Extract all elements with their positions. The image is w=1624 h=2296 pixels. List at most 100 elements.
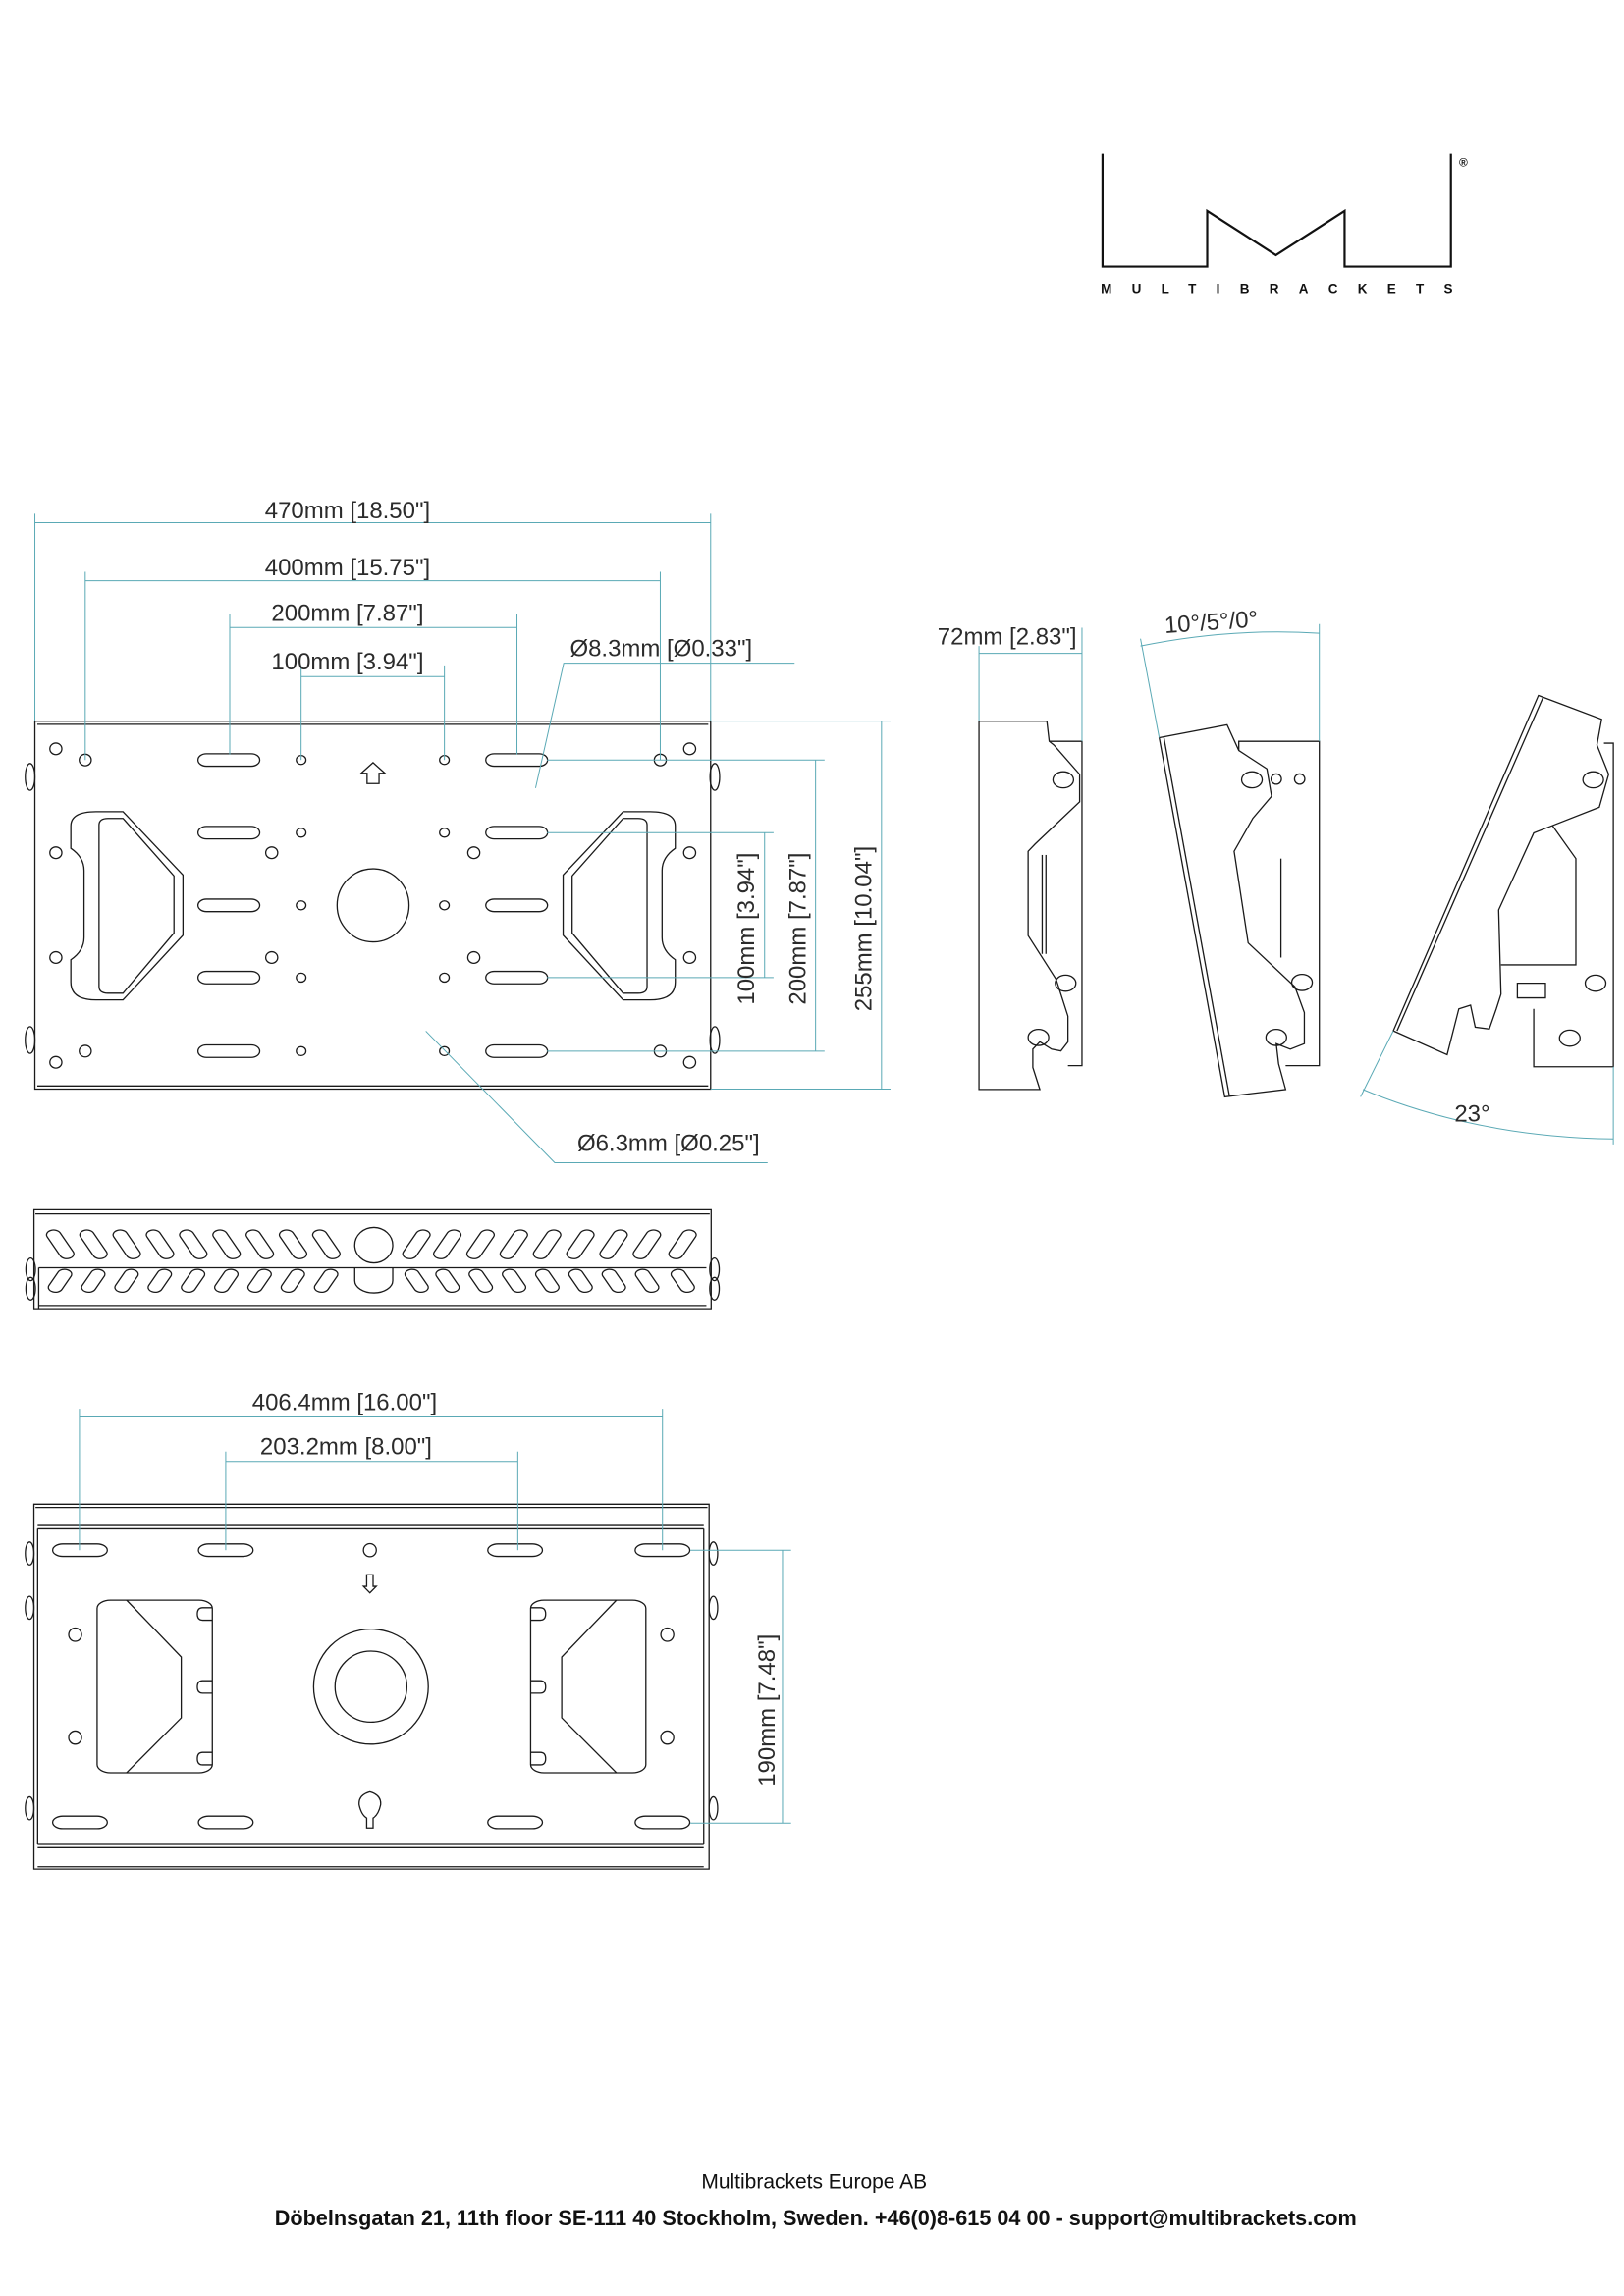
mounting-slot — [198, 1045, 260, 1058]
vent-slot — [144, 1228, 177, 1259]
down-arrow-icon — [363, 1575, 376, 1592]
vent-slot — [403, 1268, 431, 1294]
vent-slot — [466, 1268, 495, 1294]
side-views: 72mm [2.83"] 10°/5°/0° 23° — [938, 606, 1613, 1144]
edge-hole — [50, 952, 62, 964]
mounting-hole — [440, 828, 450, 837]
keyhole — [359, 1791, 381, 1828]
edge-hole — [683, 1056, 695, 1068]
vent-slot — [500, 1268, 528, 1294]
side-dimension-lines — [979, 624, 1613, 1145]
rear-right-cutout — [530, 1600, 645, 1773]
dim-hole-8-3: Ø8.3mm [Ø0.33"] — [569, 636, 752, 663]
dim-406-4: 406.4mm [16.00"] — [252, 1389, 437, 1415]
dim-100-vertical: 100mm [3.94"] — [733, 853, 760, 1005]
vent-slot — [178, 1228, 210, 1259]
edge-hole — [683, 743, 695, 755]
vent-slot — [565, 1228, 597, 1259]
edge-hole — [50, 743, 62, 755]
vent-slot — [431, 1228, 463, 1259]
center-ring — [313, 1629, 428, 1744]
mounting-slot — [486, 754, 548, 767]
vent-slot — [78, 1228, 110, 1259]
front-dimension-lines — [35, 513, 891, 1162]
mounting-hole — [467, 952, 479, 964]
vent-slot — [631, 1228, 664, 1259]
dim-hole-6-3: Ø6.3mm [Ø0.25"] — [577, 1130, 760, 1156]
registered-mark: ® — [1459, 155, 1468, 169]
rear-dimension-lines — [80, 1409, 791, 1823]
left-handle-cutout — [71, 812, 183, 1000]
logo-wordmark: MULTIBRACKETS — [1101, 281, 1452, 295]
mounting-slot — [488, 1816, 543, 1829]
vent-slot — [633, 1268, 662, 1294]
mounting-hole — [297, 973, 306, 982]
vent-slot — [244, 1228, 276, 1259]
mounting-hole — [266, 952, 278, 964]
vent-slot — [210, 1228, 243, 1259]
vent-slot — [533, 1268, 562, 1294]
vent-slot — [245, 1268, 274, 1294]
mounting-slot — [486, 827, 548, 839]
vent-slot — [80, 1268, 108, 1294]
dim-200: 200mm [7.87"] — [271, 601, 423, 627]
mounting-hole — [440, 901, 450, 910]
vent-slot — [464, 1228, 497, 1259]
side-view-upright — [979, 721, 1082, 1090]
edge-hole — [50, 1056, 62, 1068]
center-cable-hole — [337, 869, 408, 942]
front-view: 470mm [18.50"] 400mm [15.75"] 200mm [7.8… — [26, 498, 891, 1163]
mounting-hole — [467, 847, 479, 859]
dim-190-vertical: 190mm [7.48"] — [754, 1634, 781, 1787]
logo-mark — [1103, 154, 1451, 267]
dim-200-vertical: 200mm [7.87"] — [785, 853, 811, 1005]
vent-slot — [212, 1268, 241, 1294]
vent-slot — [113, 1268, 141, 1294]
mounting-slot — [53, 1816, 108, 1829]
vent-slot — [401, 1228, 433, 1259]
mounting-slot — [488, 1544, 543, 1557]
edge-view — [26, 1209, 719, 1309]
dim-470: 470mm [18.50"] — [265, 498, 430, 524]
vent-slot — [600, 1268, 628, 1294]
mounting-slot — [198, 827, 260, 839]
dim-203-2: 203.2mm [8.00"] — [260, 1433, 432, 1460]
side-view-tilted — [1160, 724, 1320, 1096]
mounting-slot — [53, 1544, 108, 1557]
mounting-hole — [297, 828, 306, 837]
dim-max-tilt-23: 23° — [1454, 1101, 1489, 1128]
mounting-slot — [198, 899, 260, 912]
vent-slot — [146, 1268, 175, 1294]
edge-hole — [683, 847, 695, 859]
vent-slot — [667, 1228, 699, 1259]
dim-tilt-angles: 10°/5°/0° — [1164, 606, 1259, 639]
footer-company: Multibrackets Europe AB — [701, 2171, 927, 2194]
dim-400: 400mm [15.75"] — [265, 555, 430, 581]
vent-slot — [531, 1228, 564, 1259]
dim-100: 100mm [3.94"] — [271, 649, 423, 675]
side-view-max-tilt — [1393, 696, 1613, 1067]
edge-hole — [683, 952, 695, 964]
mounting-slot — [486, 899, 548, 912]
vent-slot — [669, 1268, 697, 1294]
mounting-slot — [198, 754, 260, 767]
vent-slot — [567, 1268, 595, 1294]
vent-slot — [434, 1268, 462, 1294]
dim-depth-72: 72mm [2.83"] — [938, 624, 1077, 651]
rear-left-cutout — [97, 1600, 212, 1773]
front-plate — [26, 721, 720, 1090]
mounting-slot — [486, 972, 548, 985]
footer-address: Döbelnsgatan 21, 11th floor SE-111 40 St… — [275, 2206, 1357, 2230]
multibrackets-logo: MULTIBRACKETS ® — [1101, 154, 1468, 295]
right-handle-cutout — [564, 812, 676, 1000]
vent-slot — [312, 1268, 341, 1294]
mounting-hole — [297, 1046, 306, 1055]
mounting-hole — [80, 1045, 91, 1057]
vent-slot — [179, 1268, 207, 1294]
rear-view: 406.4mm [16.00"] 203.2mm [8.00"] 190mm [… — [26, 1389, 791, 1869]
mounting-hole — [440, 1046, 450, 1055]
vent-slot — [498, 1228, 530, 1259]
mounting-hole — [440, 973, 450, 982]
mounting-slot — [198, 1816, 253, 1829]
